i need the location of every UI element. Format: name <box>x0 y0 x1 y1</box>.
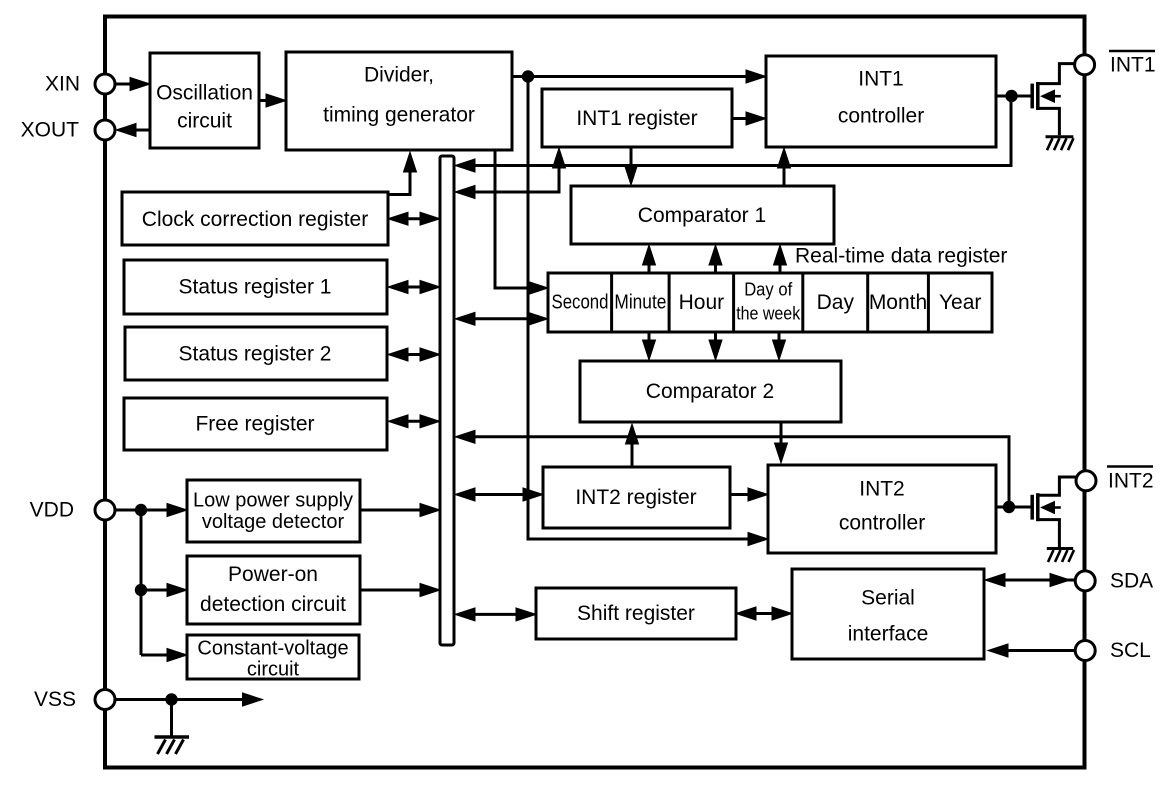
svg-text:Day of: Day of <box>744 279 793 300</box>
svg-text:timing generator: timing generator <box>323 104 475 127</box>
svg-text:VDD: VDD <box>30 499 74 522</box>
svg-text:INT1: INT1 <box>1110 54 1156 77</box>
svg-text:Day: Day <box>817 291 855 314</box>
svg-text:circuit: circuit <box>177 110 232 133</box>
svg-text:voltage detector: voltage detector <box>202 511 345 533</box>
svg-text:Divider,: Divider, <box>364 64 434 87</box>
svg-text:INT2: INT2 <box>1108 470 1154 493</box>
svg-text:Serial: Serial <box>861 587 915 610</box>
svg-text:controller: controller <box>838 105 924 128</box>
svg-text:XIN: XIN <box>45 73 80 96</box>
svg-text:Shift register: Shift register <box>577 602 695 625</box>
svg-text:Clock correction register: Clock correction register <box>142 208 368 231</box>
svg-text:Free register: Free register <box>195 413 314 436</box>
svg-text:SDA: SDA <box>1110 570 1153 593</box>
svg-text:SCL: SCL <box>1110 639 1151 662</box>
svg-text:Comparator 2: Comparator 2 <box>646 380 774 403</box>
svg-text:Power-on: Power-on <box>228 563 318 586</box>
svg-text:Constant-voltage: Constant-voltage <box>197 638 348 660</box>
svg-text:Real-time data register: Real-time data register <box>795 245 1007 268</box>
svg-text:detection circuit: detection circuit <box>200 593 346 616</box>
svg-text:INT1: INT1 <box>858 68 904 91</box>
svg-text:Oscillation: Oscillation <box>156 82 253 105</box>
svg-text:Comparator 1: Comparator 1 <box>638 204 766 227</box>
svg-text:Minute: Minute <box>614 292 666 314</box>
svg-text:Hour: Hour <box>679 291 725 314</box>
svg-text:Low power supply: Low power supply <box>193 490 353 512</box>
svg-text:interface: interface <box>848 623 929 646</box>
svg-text:Year: Year <box>939 291 981 314</box>
svg-text:Second: Second <box>552 292 609 314</box>
svg-text:INT2: INT2 <box>859 478 905 501</box>
svg-text:circuit: circuit <box>247 659 300 681</box>
svg-text:INT2 register: INT2 register <box>575 486 696 509</box>
svg-text:INT1 register: INT1 register <box>576 107 697 130</box>
svg-text:Month: Month <box>869 291 927 314</box>
svg-text:Status register 2: Status register 2 <box>179 343 332 366</box>
svg-text:VSS: VSS <box>34 688 76 711</box>
svg-text:the week: the week <box>736 303 801 324</box>
svg-text:XOUT: XOUT <box>21 119 80 142</box>
svg-text:Status register 1: Status register 1 <box>179 276 332 299</box>
svg-text:controller: controller <box>839 512 925 535</box>
